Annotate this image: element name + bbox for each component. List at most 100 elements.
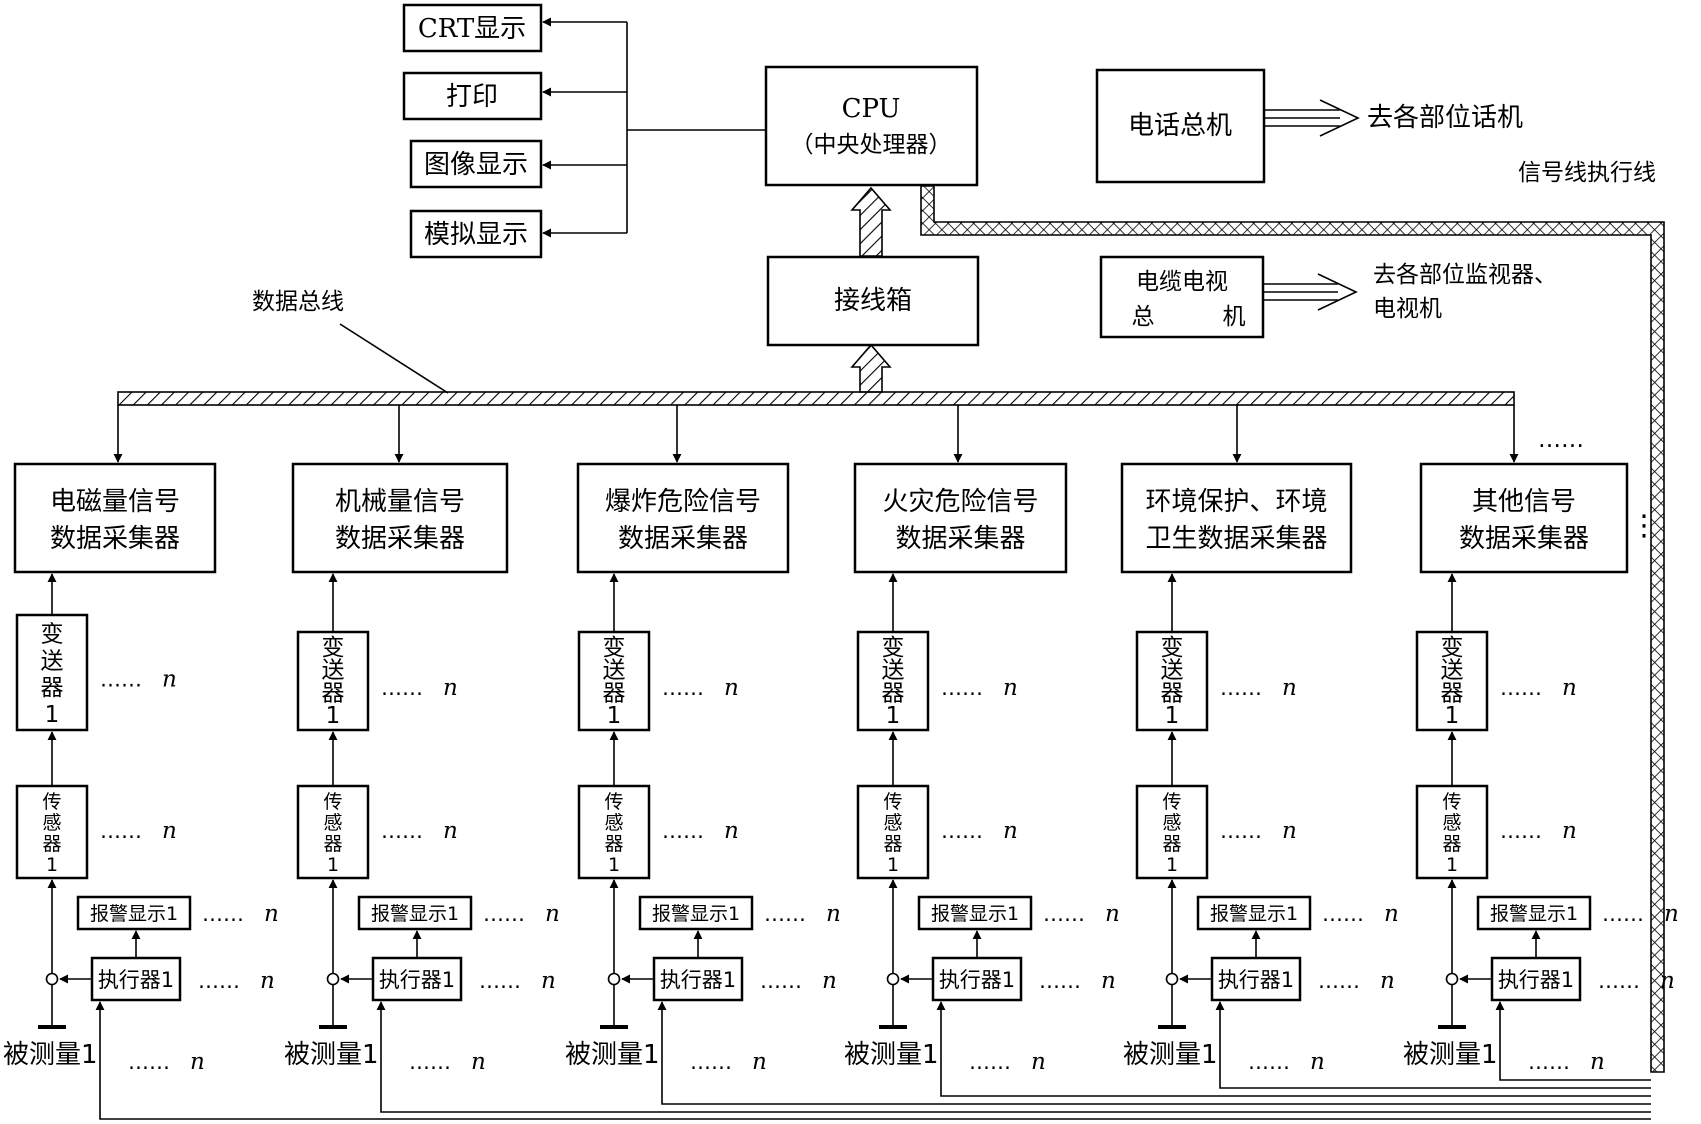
alarm-display-box bbox=[76, 895, 192, 931]
actuator-more-n: n bbox=[260, 968, 275, 994]
transmitter-label-3: 器 bbox=[1161, 680, 1184, 706]
sensor-label-1: 传 bbox=[42, 791, 61, 813]
alarm-more-dots: …… bbox=[1322, 902, 1364, 926]
junction-to-cpu-arrow bbox=[850, 186, 892, 257]
transmitter-label-2: 送 bbox=[1161, 658, 1184, 684]
alarm-more-dots: …… bbox=[202, 902, 244, 926]
alarm-display-label: 报警显示1 bbox=[371, 903, 459, 925]
data-bus-leader bbox=[339, 323, 449, 394]
sensor-box bbox=[1135, 784, 1209, 880]
sensor-label-2: 感 bbox=[42, 812, 61, 834]
sensor-more-n: n bbox=[1003, 818, 1018, 844]
collector-label-1: 电磁量信号 bbox=[50, 487, 180, 517]
transmitter-label-3: 器 bbox=[603, 680, 626, 706]
column-2: 机械量信号数据采集器变送器1……n传感器1……n报警显示1……n执行器1……n被… bbox=[284, 405, 1651, 1113]
actuator-more-dots: …… bbox=[1039, 969, 1081, 993]
actuator-box bbox=[1490, 956, 1582, 1002]
sensor-box bbox=[1415, 784, 1489, 880]
collector-label-2: 数据采集器 bbox=[50, 524, 180, 554]
return-more-n: n bbox=[190, 1049, 205, 1075]
signal-return-line bbox=[1215, 1001, 1651, 1089]
collector-label-2: 数据采集器 bbox=[895, 524, 1025, 554]
signal-return-line bbox=[936, 1001, 1651, 1097]
measure-node bbox=[45, 972, 59, 986]
transmitter-box bbox=[296, 630, 370, 732]
junction-box-rect bbox=[766, 255, 980, 347]
measure-node bbox=[1165, 972, 1179, 986]
return-more-n: n bbox=[1031, 1049, 1046, 1075]
transmitter-box bbox=[15, 613, 89, 732]
signal-return-line bbox=[95, 1001, 1651, 1120]
transmitter-more-dots: …… bbox=[1220, 676, 1262, 700]
bus-continuation-dots: …… bbox=[1538, 427, 1584, 453]
actuator-label: 执行器1 bbox=[379, 968, 455, 992]
transmitter-label-1: 变 bbox=[322, 635, 345, 661]
collector-label-2: 卫生数据采集器 bbox=[1145, 524, 1327, 554]
collector-box bbox=[13, 462, 217, 574]
sensor-label-2: 感 bbox=[323, 812, 342, 834]
alarm-more-dots: …… bbox=[764, 902, 806, 926]
sensor-label-3: 器 bbox=[323, 833, 342, 855]
bus-hollow-arrows bbox=[850, 186, 892, 393]
tv-destination-2: 电视机 bbox=[1373, 296, 1442, 322]
sensor-label-2: 感 bbox=[883, 812, 902, 834]
measured-label: 被测量1 bbox=[565, 1040, 660, 1070]
collector-columns: 电磁量信号数据采集器变送器1……n传感器1……n报警显示1……n执行器1……n被… bbox=[3, 405, 1679, 1120]
measured-label: 被测量1 bbox=[3, 1040, 98, 1070]
measured-label: 被测量1 bbox=[284, 1040, 379, 1070]
alarm-display-box bbox=[1476, 895, 1592, 931]
crt-display-box bbox=[402, 3, 543, 53]
junction-box: 接线箱 bbox=[766, 255, 980, 347]
transmitter-label-1: 变 bbox=[603, 635, 626, 661]
cpu-subtitle: （中央处理器） bbox=[791, 132, 952, 158]
sensor-label-1: 传 bbox=[1162, 791, 1181, 813]
cable-tv-label-1: 电缆电视 bbox=[1136, 269, 1228, 295]
return-more-n: n bbox=[752, 1049, 767, 1075]
sensor-more-n: n bbox=[724, 818, 739, 844]
sensor-more-dots: …… bbox=[941, 819, 983, 843]
sensor-more-dots: …… bbox=[100, 819, 142, 843]
measured-label: 被测量1 bbox=[1123, 1040, 1218, 1070]
collector-box bbox=[576, 462, 790, 574]
sensor-label-3: 器 bbox=[604, 833, 623, 855]
sensor-more-n: n bbox=[1282, 818, 1297, 844]
signal-return-line bbox=[376, 1001, 1651, 1113]
transmitter-label-2: 送 bbox=[41, 648, 64, 674]
actuator-more-dots: …… bbox=[198, 969, 240, 993]
sensor-box bbox=[15, 784, 89, 880]
transmitter-label-1: 变 bbox=[41, 622, 64, 648]
actuator-more-dots: …… bbox=[479, 969, 521, 993]
transmitter-more-dots: …… bbox=[941, 676, 983, 700]
transmitter-box bbox=[577, 630, 651, 732]
actuator-more-dots: …… bbox=[1318, 969, 1360, 993]
sensor-label-1: 传 bbox=[323, 791, 342, 813]
column-1: 电磁量信号数据采集器变送器1……n传感器1……n报警显示1……n执行器1……n被… bbox=[3, 405, 1651, 1120]
measured-label: 被测量1 bbox=[1403, 1040, 1498, 1070]
collector-box bbox=[1419, 462, 1629, 574]
transmitter-label-1: 变 bbox=[1441, 635, 1464, 661]
actuator-label: 执行器1 bbox=[1498, 968, 1574, 992]
cable-tv: 电缆电视 总 机 去各部位监视器、 电视机 bbox=[1099, 255, 1557, 339]
column-6: 其他信号数据采集器变送器1……n传感器1……n报警显示1……n执行器1……n被测… bbox=[1403, 405, 1679, 1081]
actuator-label: 执行器1 bbox=[1218, 968, 1294, 992]
measured-label: 被测量1 bbox=[844, 1040, 939, 1070]
cable-tv-label-2b: 机 bbox=[1223, 304, 1246, 330]
transmitter-label-4: 1 bbox=[1445, 703, 1460, 729]
column-5: 环境保护、环境卫生数据采集器变送器1……n传感器1……n报警显示1……n执行器1… bbox=[1120, 405, 1651, 1089]
transmitter-label-3: 器 bbox=[1441, 680, 1464, 706]
sensor-more-dots: …… bbox=[1500, 819, 1542, 843]
collector-label-1: 环境保护、环境 bbox=[1145, 487, 1327, 517]
transmitter-label-2: 送 bbox=[1441, 658, 1464, 684]
collector-label-2: 数据采集器 bbox=[618, 524, 748, 554]
transmitter-label-2: 送 bbox=[322, 658, 345, 684]
sensor-label-4: 1 bbox=[327, 854, 339, 876]
return-more-n: n bbox=[471, 1049, 486, 1075]
collector-box bbox=[291, 462, 509, 574]
sensor-more-dots: …… bbox=[1220, 819, 1262, 843]
alarm-more-n: n bbox=[1384, 901, 1399, 927]
transmitter-box bbox=[1135, 630, 1209, 732]
tv-arrow-head bbox=[1317, 273, 1358, 311]
transmitter-label-1: 变 bbox=[882, 635, 905, 661]
column-4: 火灾危险信号数据采集器变送器1……n传感器1……n报警显示1……n执行器1……n… bbox=[844, 405, 1651, 1097]
sensor-label-2: 感 bbox=[1442, 812, 1461, 834]
